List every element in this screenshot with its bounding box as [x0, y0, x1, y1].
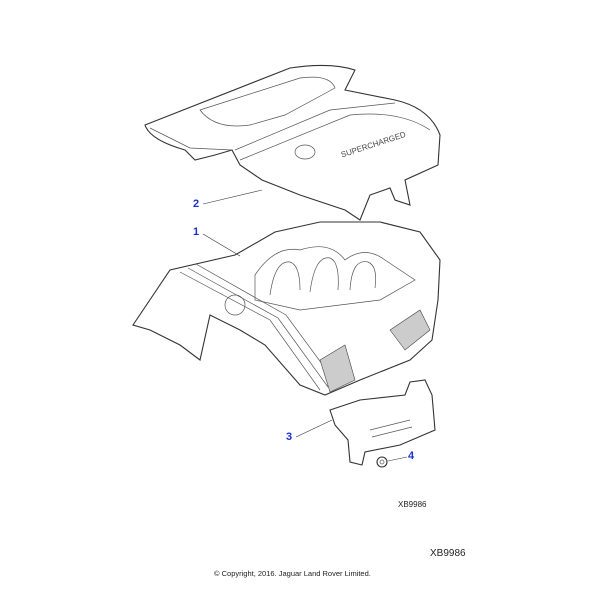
bracket — [329, 379, 436, 466]
leader-line-4 — [387, 456, 408, 462]
callout-3[interactable]: 3 — [286, 431, 293, 443]
copyright-notice: © Copyright, 2016. Jaguar Land Rover Lim… — [214, 569, 371, 578]
page-reference: XB9986 — [430, 548, 466, 559]
callout-1[interactable]: 1 — [193, 226, 200, 238]
callout-4[interactable]: 4 — [408, 450, 415, 462]
leader-line-2 — [202, 189, 263, 205]
lower-engine-cover — [132, 221, 441, 396]
leader-line-1 — [202, 233, 241, 257]
leader-line-3 — [295, 419, 333, 438]
callout-2[interactable]: 2 — [193, 198, 200, 210]
nut — [376, 456, 388, 468]
upper-engine-cover — [144, 64, 441, 221]
illustration-reference: XB9986 — [398, 500, 427, 509]
